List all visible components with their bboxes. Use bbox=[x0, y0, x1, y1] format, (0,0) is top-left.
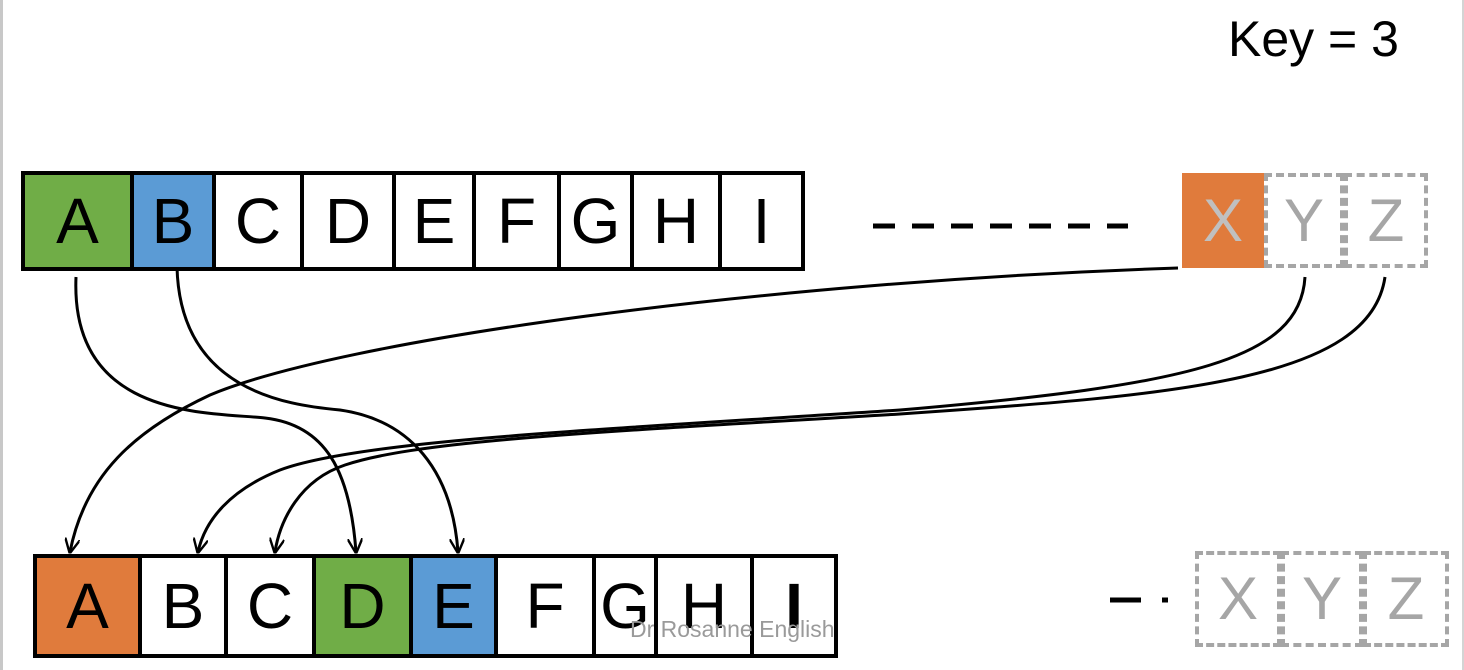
author-watermark: Dr Rosanne English bbox=[630, 616, 835, 642]
cipher-cell-d: D bbox=[312, 558, 409, 654]
arrow-b-to-e bbox=[175, 266, 458, 552]
key-label: Key = 3 bbox=[1228, 11, 1399, 67]
plain-cell-f: F bbox=[472, 175, 557, 267]
cipher-cell-h: H bbox=[654, 558, 750, 654]
plain-cell-h: H bbox=[630, 175, 718, 267]
cipher-tail-y: Y bbox=[1281, 551, 1363, 647]
cipher-tail-x: X bbox=[1195, 551, 1281, 647]
cipher-cell-a: A bbox=[37, 558, 138, 654]
plain-cell-i: I bbox=[718, 175, 801, 267]
plain-cell-d: D bbox=[300, 175, 392, 267]
arrow-y-to-b bbox=[198, 276, 1307, 552]
plain-cell-c: C bbox=[212, 175, 300, 267]
cipher-tail-z: Z bbox=[1363, 551, 1449, 647]
arrow-x-to-a bbox=[70, 266, 1179, 552]
plain-cell-g: G bbox=[557, 175, 630, 267]
cipher-cell-g: G bbox=[592, 558, 654, 654]
arrow-z-to-c bbox=[275, 276, 1387, 552]
cipher-cell-b: B bbox=[138, 558, 224, 654]
slide-left-border bbox=[0, 0, 3, 670]
cipher-cell-e: E bbox=[409, 558, 494, 654]
plain-tail-z: Z bbox=[1344, 173, 1428, 268]
plaintext-row: A B C D E F G H I bbox=[21, 171, 805, 271]
plain-cell-a: A bbox=[25, 175, 130, 267]
plain-tail-y: Y bbox=[1264, 173, 1344, 268]
ciphertext-row: A B C D E F G H I bbox=[33, 554, 838, 658]
arrow-a-to-d bbox=[74, 276, 356, 552]
cipher-cell-c: C bbox=[224, 558, 312, 654]
cipher-cell-i: I bbox=[750, 558, 834, 654]
plain-cell-b: B bbox=[130, 175, 212, 267]
plain-cell-e: E bbox=[392, 175, 472, 267]
slide-right-border bbox=[1462, 0, 1464, 670]
cipher-cell-f: F bbox=[494, 558, 592, 654]
plain-tail-x: X bbox=[1182, 173, 1264, 268]
